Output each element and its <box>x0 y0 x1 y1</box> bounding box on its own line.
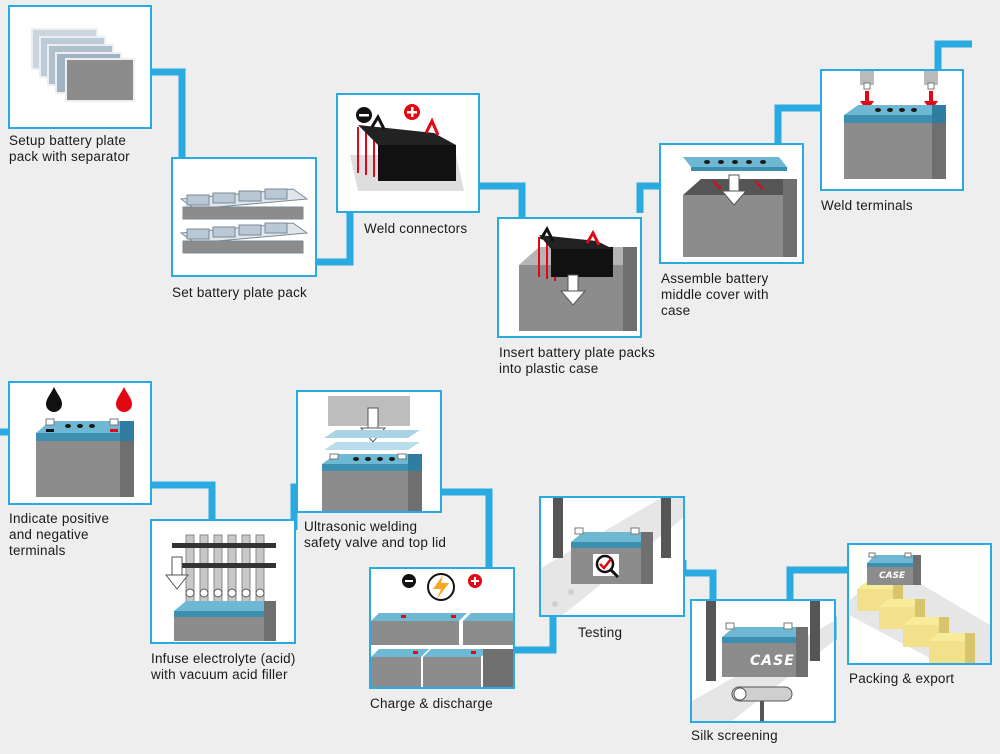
step-card-insert <box>497 217 642 338</box>
connector-9-10 <box>440 488 493 567</box>
plate-rows-illustration <box>179 188 309 254</box>
case-logo: CASE <box>750 653 795 669</box>
middle-cover-illustration <box>683 157 797 257</box>
terminal-weld-illustration <box>844 71 946 179</box>
step-label-infuse: Infuse electrolyte (acid) with vacuum ac… <box>151 651 296 682</box>
connector-3-4 <box>478 182 526 219</box>
connector-10-11 <box>513 615 557 654</box>
ultrasonic-weld-illustration <box>322 396 422 511</box>
plate-stack-illustration <box>31 28 135 102</box>
lightning-icon <box>427 573 455 601</box>
step-label-packing: Packing & export <box>849 671 955 686</box>
step-card-silk: CASE <box>690 599 836 723</box>
step-card-testing <box>539 496 685 617</box>
step-label-indicate: Indicate positive and negative terminals <box>9 511 110 558</box>
connector-1-2 <box>150 68 186 158</box>
step-label-setup: Setup battery plate pack with separator <box>9 133 130 164</box>
case-logo: CASE <box>879 571 906 581</box>
red-drop-icon <box>116 387 132 412</box>
insert-pack-illustration <box>519 225 637 331</box>
connector-weld-illustration <box>350 104 464 191</box>
connector-11-12 <box>679 560 717 600</box>
connector-7-8 <box>150 481 216 521</box>
step-label-ultrasonic: Ultrasonic welding safety valve and top … <box>304 519 447 550</box>
step-label-charge: Charge & discharge <box>370 696 493 711</box>
acid-filler-illustration <box>164 534 276 641</box>
step-card-weld-terminals <box>820 69 964 191</box>
step-label-assemble: Assemble battery middle cover with case <box>661 271 769 318</box>
silk-screen-illustration <box>692 601 834 721</box>
step-card-packing: CASE <box>847 543 992 665</box>
connector-5-6 <box>774 104 822 155</box>
black-drop-icon <box>46 387 62 412</box>
testing-illustration <box>541 498 683 615</box>
magnifier-check-icon <box>593 554 620 579</box>
step-label-set: Set battery plate pack <box>172 285 307 300</box>
step-card-setup <box>8 5 152 129</box>
step-card-set <box>171 157 317 277</box>
packing-illustration <box>849 552 990 663</box>
connector-2-3 <box>315 212 354 266</box>
step-card-indicate <box>8 381 152 505</box>
step-label-silk: Silk screening <box>691 728 778 743</box>
step-card-weld-connectors <box>336 93 480 213</box>
charge-discharge-illustration <box>371 573 513 687</box>
step-label-testing: Testing <box>578 625 623 640</box>
step-card-assemble <box>659 143 804 264</box>
terminal-marking-illustration <box>36 387 134 497</box>
step-label-weld-terminals: Weld terminals <box>821 198 913 213</box>
step-label-insert: Insert battery plate packs into plastic … <box>499 345 656 376</box>
step-card-infuse <box>150 519 296 644</box>
step-label-weld-connectors: Weld connectors <box>364 221 468 236</box>
step-card-charge <box>369 567 515 689</box>
step-card-ultrasonic <box>296 390 442 513</box>
connector-4-5 <box>636 182 661 213</box>
